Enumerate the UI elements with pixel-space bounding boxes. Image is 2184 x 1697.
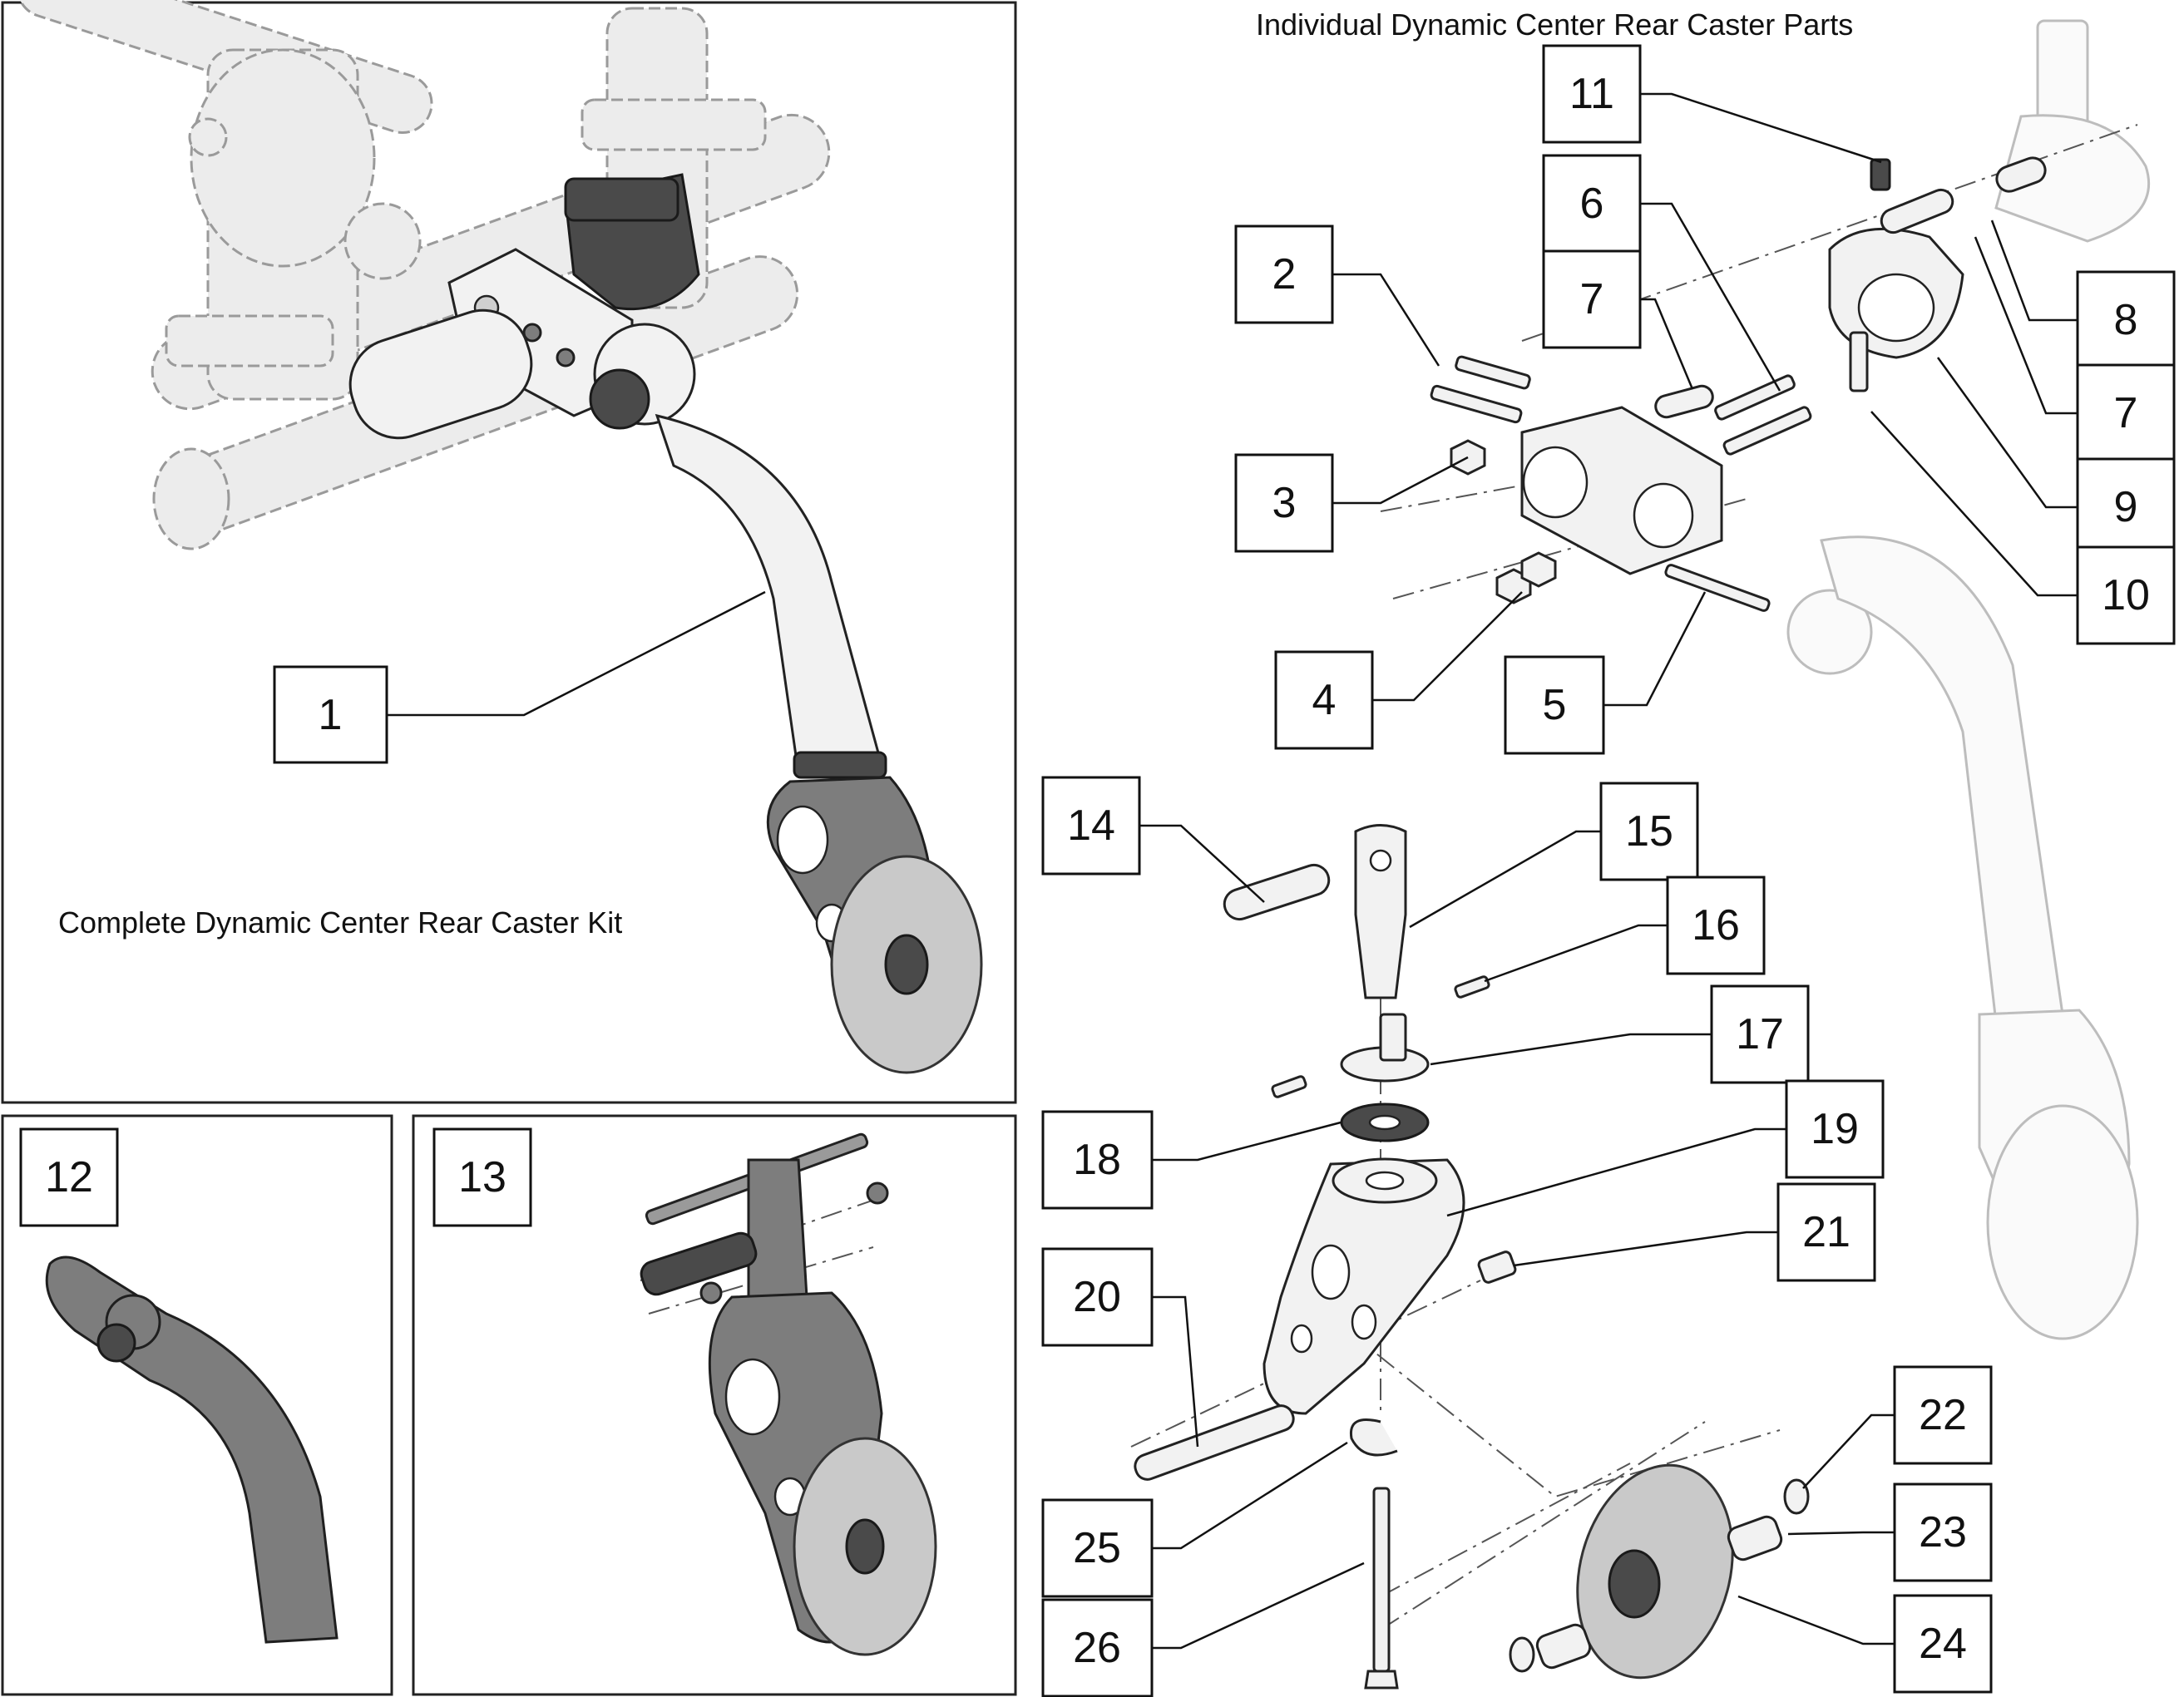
stem-15 — [1354, 824, 1407, 999]
callout-6: 6 — [1542, 154, 1642, 254]
pin-14 — [1223, 863, 1331, 921]
callout-19-label: 19 — [1811, 1105, 1859, 1153]
callout-10-label: 10 — [2102, 571, 2150, 619]
fork-19 — [1262, 1158, 1465, 1415]
callout-26: 26 — [1041, 1598, 1154, 1697]
callout-2-label: 2 — [1272, 250, 1297, 298]
callout-15-label: 15 — [1625, 807, 1673, 856]
leader-lines — [387, 92, 2078, 1650]
callout-21: 21 — [1776, 1182, 1876, 1282]
callout-18-label: 18 — [1073, 1136, 1121, 1184]
callout-20-label: 20 — [1073, 1273, 1121, 1321]
callout-26-label: 26 — [1073, 1624, 1121, 1672]
callout-12-label: 12 — [45, 1153, 93, 1201]
callout-4: 4 — [1274, 650, 1374, 750]
callout-11: 11 — [1542, 44, 1642, 144]
callout-16: 16 — [1666, 876, 1766, 975]
callout-14-label: 14 — [1067, 802, 1115, 850]
callout-23: 23 — [1893, 1482, 1993, 1582]
callout-23-label: 23 — [1919, 1508, 1967, 1556]
callout-17: 17 — [1710, 984, 1810, 1084]
callout-24-label: 24 — [1919, 1620, 1967, 1668]
callout-11-label: 11 — [1569, 70, 1614, 118]
callout-14: 14 — [1041, 776, 1141, 876]
part-12-panel — [1, 1114, 393, 1696]
callout-7-left-label: 7 — [1580, 275, 1604, 323]
faded-reference-assembly — [1786, 19, 2151, 1340]
callout-21-label: 21 — [1802, 1208, 1850, 1256]
callout-4-label: 4 — [1312, 676, 1337, 724]
axle-20 — [1134, 1404, 1295, 1481]
callout-2: 2 — [1234, 224, 1334, 324]
axis-line — [1380, 1421, 1706, 1630]
callout-1: 1 — [273, 665, 388, 764]
callout-24: 24 — [1893, 1594, 1993, 1694]
callout-1-label: 1 — [319, 691, 343, 739]
callout-8: 8 — [2076, 270, 2176, 370]
callout-3: 3 — [1234, 453, 1334, 553]
complete-kit-label: Complete Dynamic Center Rear Caster Kit — [58, 905, 622, 940]
callout-7-right-label: 7 — [2114, 389, 2138, 437]
curved-arm — [655, 413, 883, 775]
lower-fork-parts — [1134, 824, 1810, 1690]
callout-6-label: 6 — [1580, 180, 1604, 228]
callout-5: 5 — [1504, 655, 1605, 755]
parts-title: Individual Dynamic Center Rear Caster Pa… — [1256, 7, 1853, 42]
callout-9: 9 — [2076, 457, 2176, 557]
callout-13-label: 13 — [458, 1153, 506, 1201]
callout-3-label: 3 — [1272, 479, 1297, 527]
callout-8-label: 8 — [2114, 296, 2138, 344]
callout-15: 15 — [1599, 782, 1699, 881]
callout-7-right: 7 — [2076, 363, 2176, 463]
upper-clamp-parts — [1430, 156, 2047, 612]
bolt-26 — [1372, 1487, 1391, 1673]
callout-22-label: 22 — [1919, 1391, 1967, 1439]
complete-kit-illustration — [16, 0, 983, 1074]
part-12-fork-stem — [45, 1255, 338, 1644]
axis-line — [1380, 1463, 1631, 1597]
callout-25-label: 25 — [1073, 1524, 1121, 1572]
callout-5-label: 5 — [1543, 681, 1567, 729]
callout-18: 18 — [1041, 1110, 1154, 1210]
callout-19: 19 — [1785, 1079, 1885, 1179]
callout-16-label: 16 — [1692, 901, 1740, 950]
callout-20: 20 — [1041, 1247, 1154, 1347]
callout-10: 10 — [2076, 545, 2176, 645]
callout-9-label: 9 — [2114, 483, 2138, 531]
callout-17-label: 17 — [1736, 1010, 1784, 1058]
part-13-fork-assembly — [640, 1132, 937, 1656]
complete-kit-panel — [1, 1, 1017, 1104]
callout-7-left: 7 — [1542, 249, 1642, 349]
axis-line — [1346, 1329, 1781, 1498]
callout-25: 25 — [1041, 1498, 1154, 1598]
callout-22: 22 — [1893, 1365, 1993, 1465]
e-clip-25 — [1349, 1418, 1398, 1457]
part-13-panel — [412, 1114, 1017, 1696]
callout-13: 13 — [432, 1127, 532, 1227]
callout-12: 12 — [19, 1127, 119, 1227]
